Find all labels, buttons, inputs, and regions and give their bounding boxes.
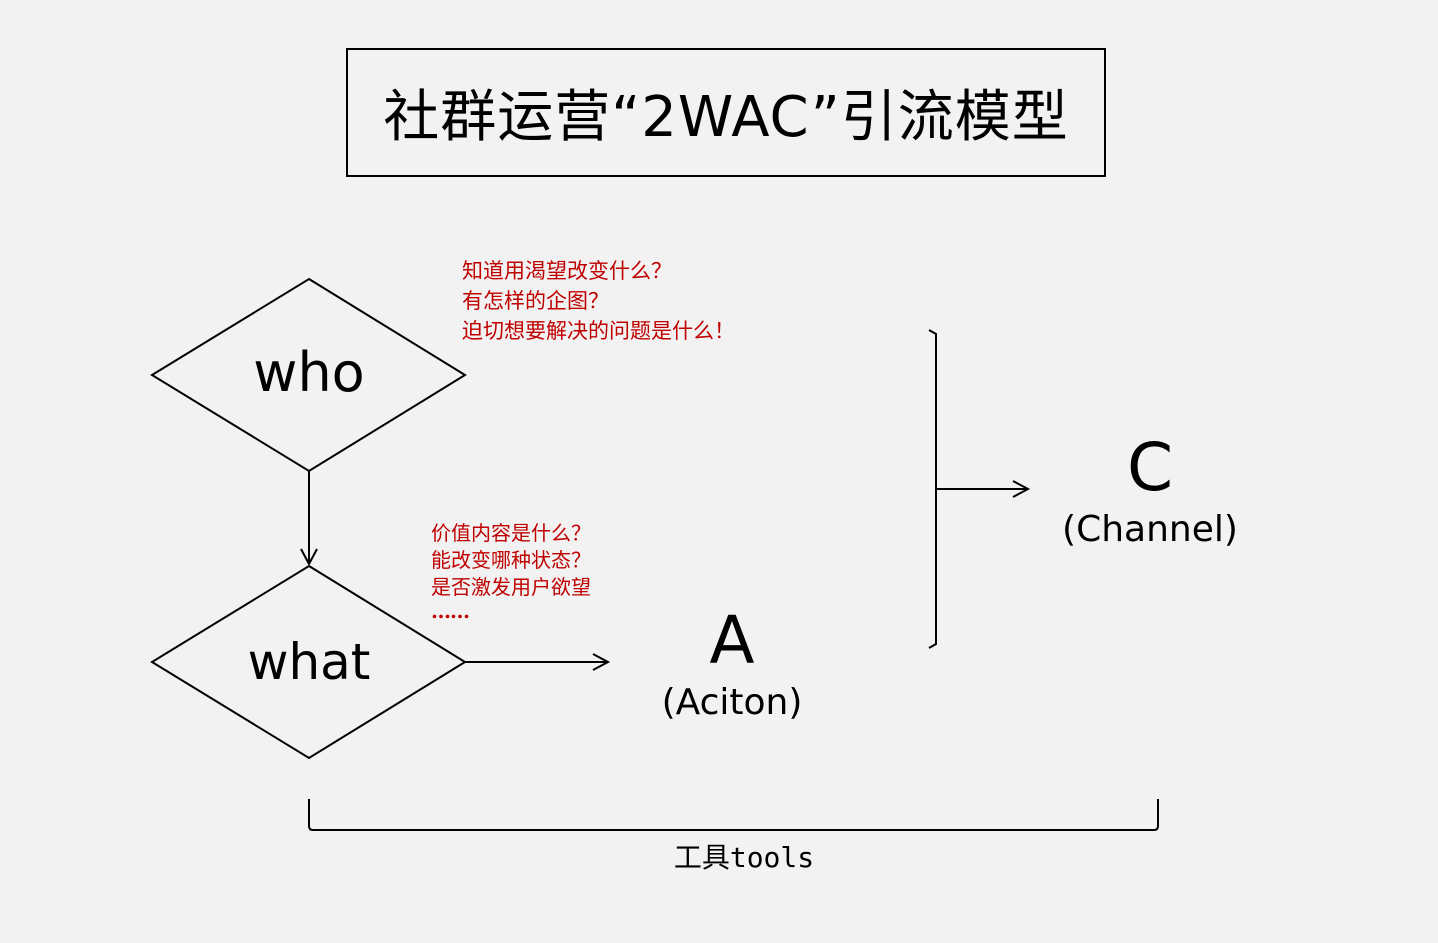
what-diamond: [150, 564, 467, 760]
channel-letter: C: [1126, 429, 1174, 506]
what-note-ellipsis: ……: [431, 599, 470, 623]
who-label: who: [253, 341, 365, 404]
bracket-to-channel-arrow: [936, 480, 1031, 498]
who-note: 知道用渴望改变什么？ 有怎样的企图？ 迫切想要解决的问题是什么！: [462, 256, 735, 346]
action-label: (Aciton): [661, 682, 803, 723]
what-note-line: 是否激发用户欲望: [431, 575, 591, 599]
tools-label: 工具tools: [673, 841, 815, 874]
who-note-line: 迫切想要解决的问题是什么！: [462, 319, 735, 343]
what-label: what: [247, 633, 371, 691]
action-letter: A: [709, 602, 755, 679]
diagram-title: 社群运营“2WAC”引流模型: [346, 48, 1106, 177]
channel-label: (Channel): [1062, 509, 1238, 550]
what-note: 价值内容是什么？ 能改变哪种状态？ 是否激发用户欲望 ……: [431, 520, 591, 621]
what-note-line: 价值内容是什么？: [431, 521, 591, 545]
what-to-action-arrow: [465, 653, 611, 671]
who-to-what-arrow: [300, 471, 318, 567]
who-note-line: 有怎样的企图？: [462, 289, 609, 313]
tools-bracket: [308, 799, 1159, 831]
who-note-line: 知道用渴望改变什么？: [462, 259, 672, 283]
channel-bracket: [928, 329, 937, 649]
what-note-line: 能改变哪种状态？: [431, 548, 591, 572]
